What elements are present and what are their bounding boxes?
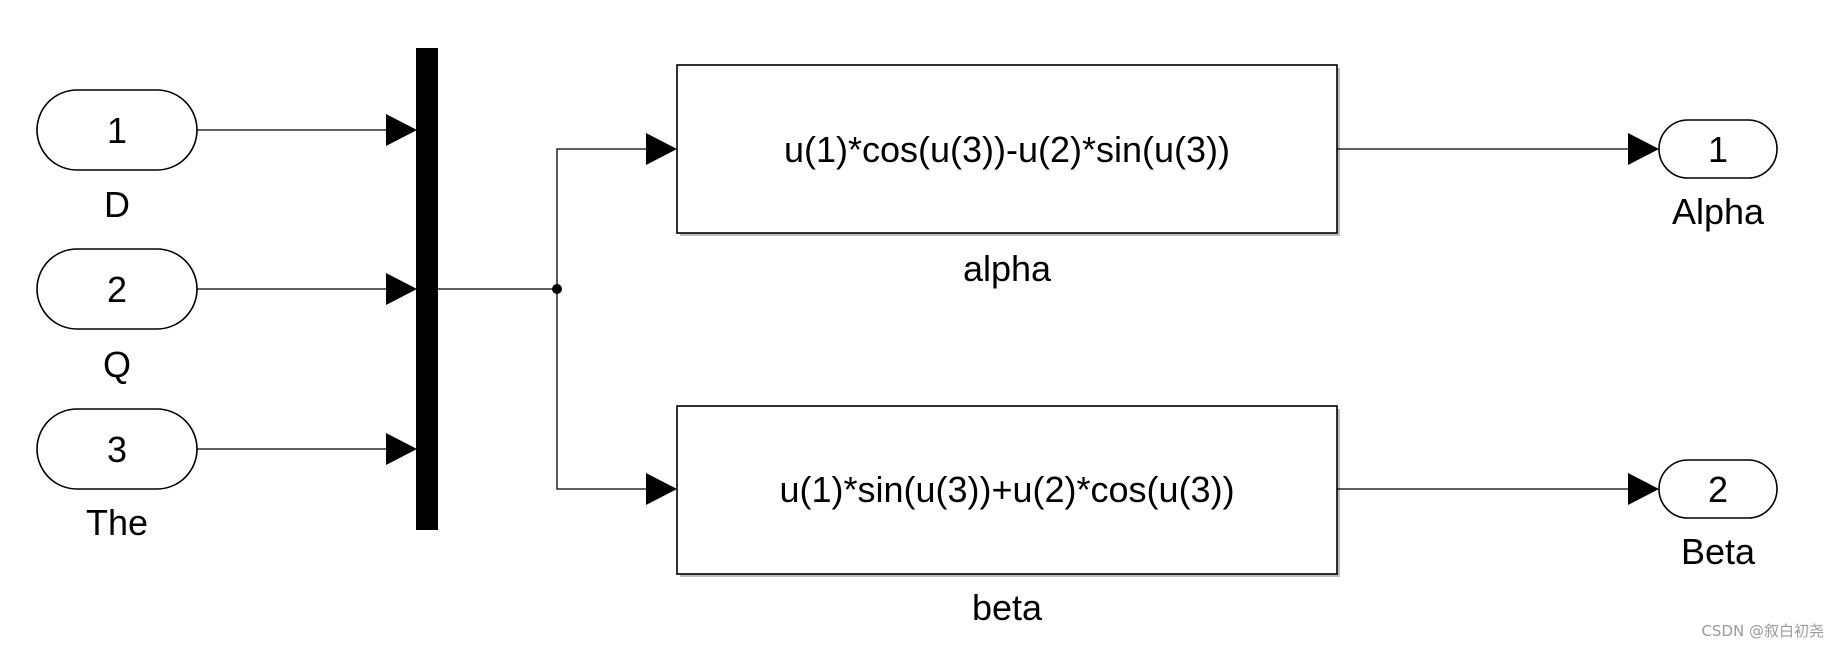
mux-block[interactable] <box>416 48 438 530</box>
inport-2[interactable] <box>36 248 198 330</box>
inport-3[interactable] <box>36 408 198 490</box>
alpha-fcn-block[interactable] <box>676 64 1338 234</box>
branch-line-alpha[interactable] <box>556 148 648 289</box>
inport-1-label: D <box>104 184 130 225</box>
outport-2[interactable] <box>1658 459 1778 519</box>
outport-2-number: 2 <box>1708 469 1728 510</box>
outport-1-number: 1 <box>1708 129 1728 170</box>
beta-fcn-block[interactable] <box>676 405 1338 575</box>
beta-expression: u(1)*sin(u(3))+u(2)*cos(u(3)) <box>779 469 1234 510</box>
inport-2-number: 2 <box>107 269 127 310</box>
inport-2-label: Q <box>103 344 131 385</box>
branch-line-beta[interactable] <box>556 289 648 490</box>
arrow-beta-out <box>1628 473 1659 505</box>
inport-1[interactable] <box>36 89 198 171</box>
alpha-block-label: alpha <box>963 248 1052 289</box>
watermark: CSDN @叙白初尧 <box>1701 622 1824 640</box>
arrow-d <box>386 114 417 146</box>
alpha-expression: u(1)*cos(u(3))-u(2)*sin(u(3)) <box>784 129 1230 170</box>
inport-1-number: 1 <box>107 110 127 151</box>
arrow-q <box>386 273 417 305</box>
beta-block-label: beta <box>972 587 1043 628</box>
arrow-alpha-out <box>1628 133 1659 165</box>
arrow-beta-in <box>646 473 677 505</box>
inport-3-number: 3 <box>107 429 127 470</box>
arrow-the <box>386 433 417 465</box>
outport-1-label: Alpha <box>1672 191 1765 232</box>
outport-1[interactable] <box>1658 119 1778 179</box>
arrow-alpha-in <box>646 133 677 165</box>
outport-2-label: Beta <box>1681 531 1756 572</box>
inport-3-label: The <box>86 502 148 543</box>
